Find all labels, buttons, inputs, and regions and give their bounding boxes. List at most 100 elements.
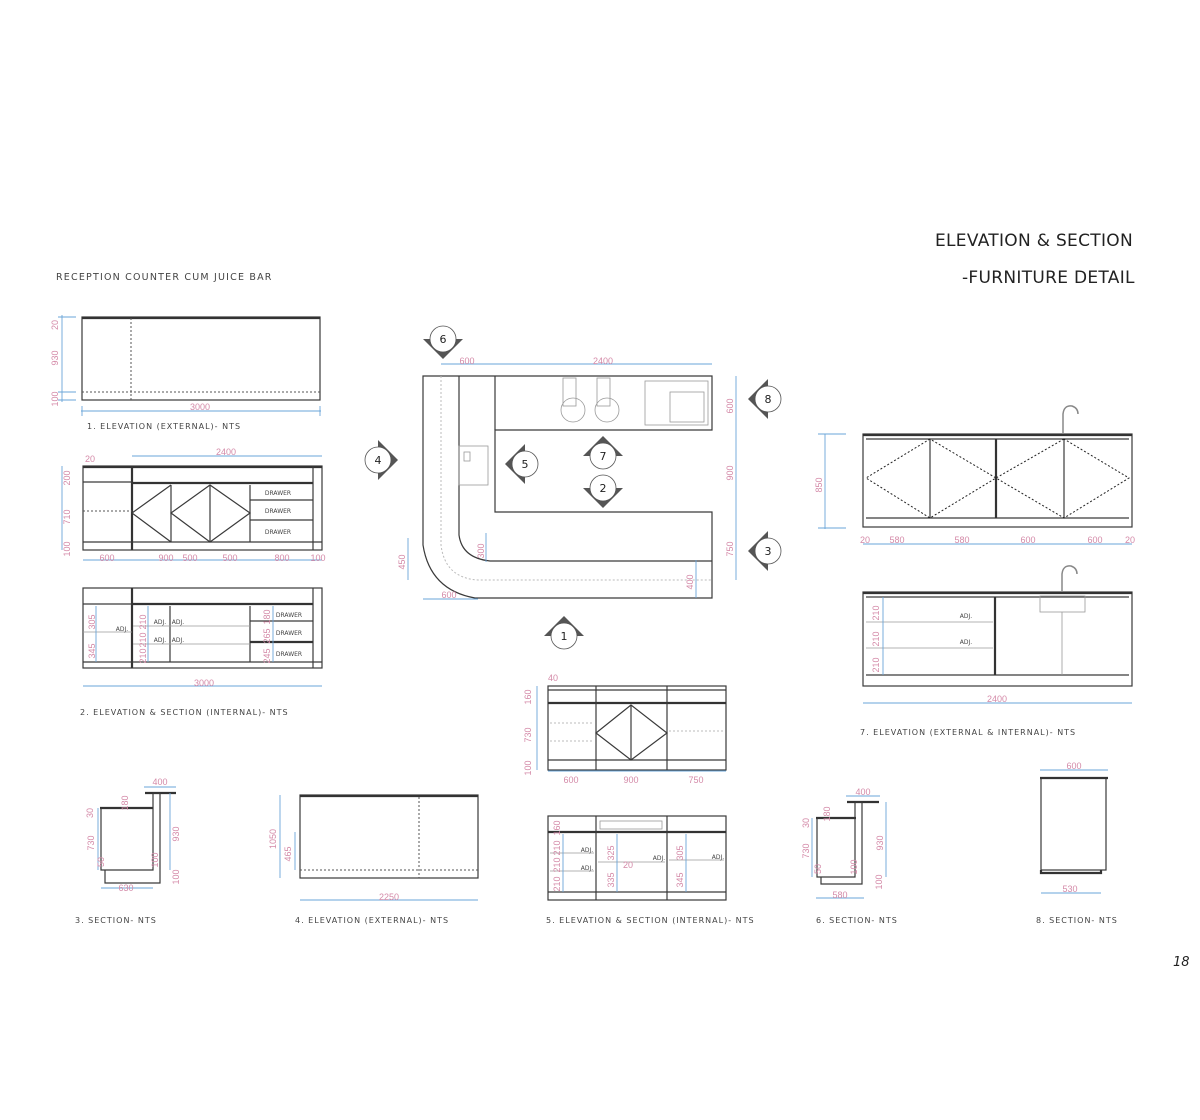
dimension-label: 580 [832,890,847,900]
dimension-label: 210 [871,631,881,646]
dimension-label: 100 [523,760,533,775]
drawer-label: DRAWER [265,529,291,536]
section-marker-2: 2 [583,474,623,508]
dimension-label: 100 [849,859,859,874]
caption-drawing-6: 6. SECTION- NTS [816,916,898,925]
section-marker-5: 5 [505,444,539,484]
adj-shelf-label: ADJ. [581,865,593,872]
dimension-label: 265 [262,628,272,643]
section-marker-number: 5 [522,458,529,471]
dimension-label: 500 [222,553,237,563]
adj-shelf-label: ADJ. [172,637,184,644]
dimension-label: 465 [283,846,293,861]
adj-shelf-label: ADJ. [172,619,184,626]
dimension-label: 930 [171,826,181,841]
adj-shelf-label: ADJ. [154,637,166,644]
dimension-label: 580 [954,535,969,545]
dimension-label: 20 [85,454,95,464]
dimension-label: 100 [150,852,160,867]
dimension-label: 400 [685,574,695,589]
drawing-2-elevation [61,455,323,561]
dimension-label: 20 [623,860,633,870]
dimension-label: 600 [1066,761,1081,771]
drawer-label: DRAWER [265,508,291,515]
section-markers: 1 2 3 4 5 6 7 8 [364,325,782,650]
drawer-label: DRAWER [276,612,302,619]
dimension-label: 600 [99,553,114,563]
dimension-label: 210 [138,632,148,647]
sheet-title-line1: ELEVATION & SECTION [935,231,1133,251]
page-number: 18 [1173,955,1190,970]
caption-drawing-2: 2. ELEVATION & SECTION (INTERNAL)- NTS [80,708,289,717]
dimension-label: 50 [813,864,823,874]
dimension-label: 530 [1062,884,1077,894]
dimension-label: 100 [171,869,181,884]
dimension-label: 100 [874,874,884,889]
section-marker-number: 2 [600,482,607,495]
dimension-label: 800 [274,553,289,563]
caption-drawing-1: 1. ELEVATION (EXTERNAL)- NTS [87,422,241,431]
dimension-label: 245 [262,648,272,663]
caption-drawing-3: 3. SECTION- NTS [75,916,157,925]
dimension-label: 100 [62,541,72,556]
dimension-label: 750 [725,541,735,556]
drawing-3-section [97,786,176,889]
dimension-label: 325 [606,845,616,860]
section-marker-3: 3 [748,531,782,571]
dimension-label: 850 [814,477,824,492]
caption-drawing-4: 4. ELEVATION (EXTERNAL)- NTS [295,916,449,925]
drawing-8-section [1039,769,1108,894]
dimension-label: 730 [801,843,811,858]
dimension-label: 30 [85,808,95,818]
dimension-label: 2400 [593,356,613,366]
plan-view [407,363,737,600]
drawing-1-elevation-external [58,315,321,416]
adj-shelf-label: ADJ. [116,626,128,633]
drawer-label: DRAWER [276,630,302,637]
dimension-label: 210 [138,614,148,629]
section-marker-4: 4 [364,440,398,480]
dimension-label: 210 [552,840,562,855]
dimension-label: 210 [871,657,881,672]
dimension-label: 20 [50,320,60,330]
drawing-5-elevation [536,685,727,772]
project-title: RECEPTION COUNTER CUM JUICE BAR [56,272,273,283]
section-marker-number: 4 [375,454,382,467]
dimension-label: 345 [87,643,97,658]
section-marker-number: 6 [440,333,447,346]
dimension-label: 600 [725,398,735,413]
dimension-label: 600 [563,775,578,785]
dimension-label: 900 [623,775,638,785]
dimension-label: 2400 [987,694,1007,704]
dimension-label: 30 [801,818,811,828]
dimension-label: 160 [552,820,562,835]
section-marker-number: 3 [765,545,772,558]
adj-shelf-label: ADJ. [581,847,593,854]
section-marker-number: 1 [561,630,568,643]
section-marker-8: 8 [748,379,782,419]
dimension-label: 710 [62,509,72,524]
dimension-label: 20 [1125,535,1135,545]
adj-shelf-label: ADJ. [960,639,972,646]
drawing-7-elevation-external [818,405,1133,545]
adj-shelf-label: ADJ. [653,855,665,862]
dimension-label: 345 [675,872,685,887]
dimension-label: 1050 [268,829,278,849]
section-marker-number: 8 [765,393,772,406]
dimension-label: 20 [860,535,870,545]
caption-drawing-8: 8. SECTION- NTS [1036,916,1118,925]
section-marker-number: 7 [600,450,607,463]
dimension-label: 2400 [216,447,236,457]
section-marker-7: 7 [583,436,623,470]
dimension-label: 930 [50,350,60,365]
dimension-label: 160 [523,689,533,704]
dimension-label: 335 [606,872,616,887]
drawing-2-section [82,587,323,687]
drawing-5-section [547,815,727,901]
dimension-label: 180 [822,806,832,821]
dimension-label: 210 [871,605,881,620]
caption-drawing-5: 5. ELEVATION & SECTION (INTERNAL)- NTS [546,916,755,925]
dimension-label: 630 [118,883,133,893]
dimension-label: 600 [1020,535,1035,545]
